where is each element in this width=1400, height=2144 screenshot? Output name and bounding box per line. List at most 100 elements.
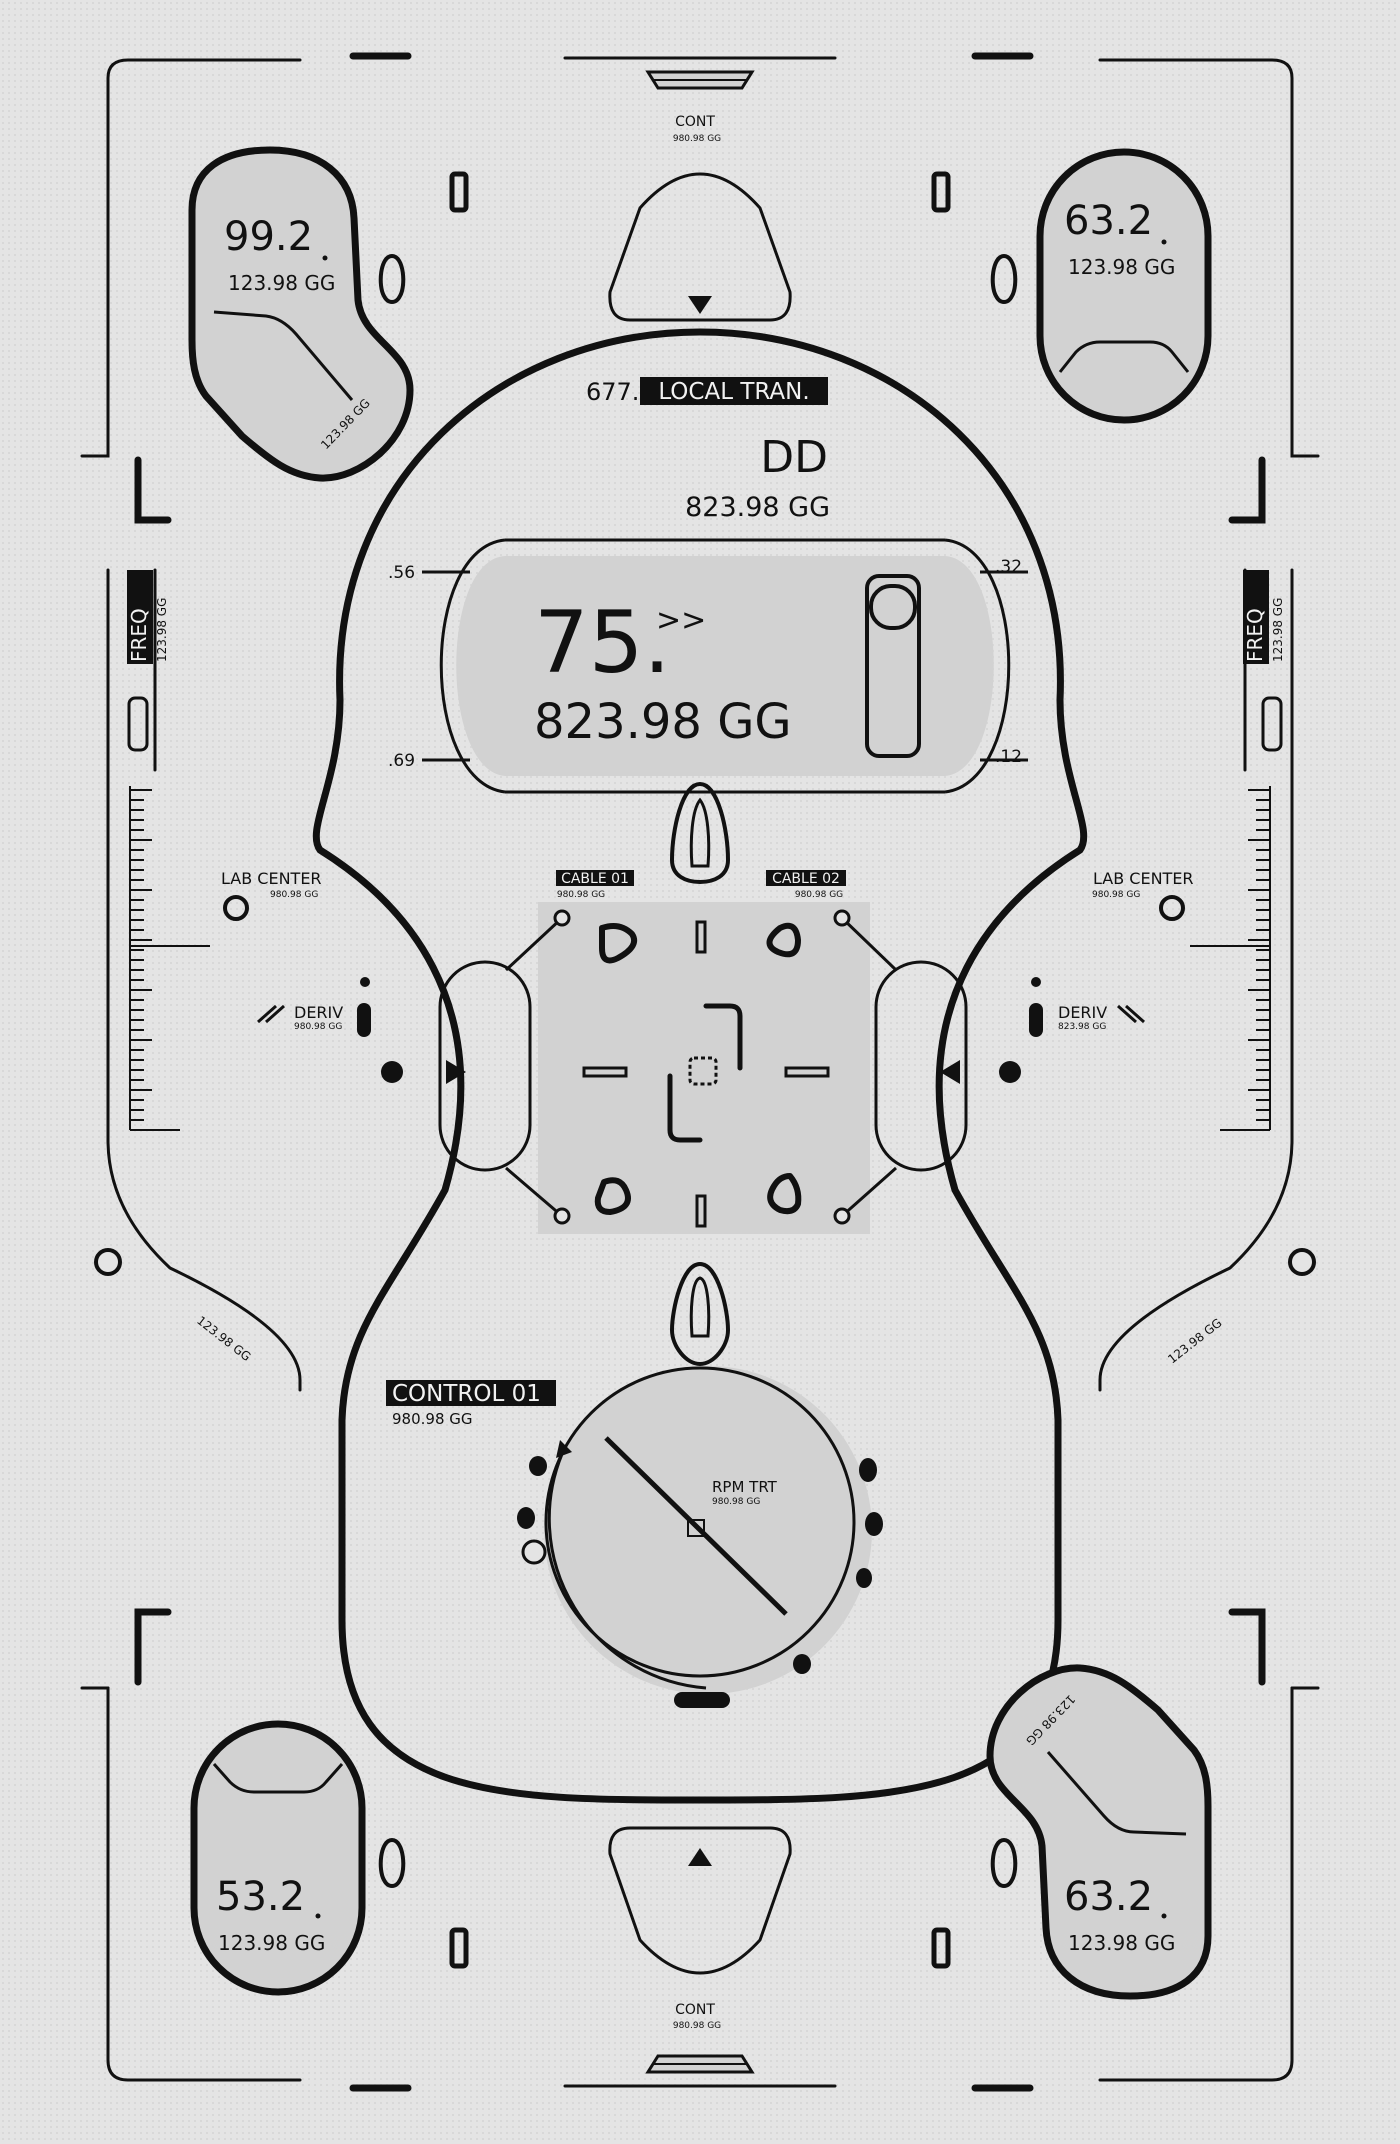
bottom-left-widget[interactable] — [190, 1720, 366, 1996]
top-arrow-down-icon — [688, 296, 712, 314]
cable-nodes[interactable] — [553, 909, 851, 1225]
left-ruler-ticks — [130, 789, 152, 1131]
top-left-value: 99.2 — [224, 214, 313, 260]
right-freq-bg — [1243, 570, 1269, 664]
frame-dashes — [349, 52, 1034, 2092]
top-cont-value: 980.98 GG — [673, 134, 721, 144]
main-capsule — [312, 328, 1088, 1804]
cable-lines — [504, 916, 898, 1218]
right-outer-ring — [1288, 1248, 1316, 1276]
top-left-unit: 123.98 GG — [228, 271, 335, 295]
readout-ticks — [422, 570, 1028, 762]
cable2-value: 980.98 GG — [795, 890, 843, 900]
dial-value: 980.98 GG — [712, 1497, 760, 1507]
bottom-left-value: 53.2 — [216, 1874, 305, 1920]
top-right-inner-shape — [1058, 340, 1190, 373]
bottom-left-dot — [315, 1913, 321, 1919]
crosshair-brackets — [667, 1003, 743, 1143]
corner-slots[interactable] — [449, 171, 951, 1969]
right-deriv-toggle[interactable] — [1029, 1003, 1043, 1037]
bottom-right-curve — [1046, 1751, 1187, 1836]
right-deriv-value: 823.98 GG — [1058, 1022, 1106, 1032]
readout-unit: 823.98 GG — [534, 694, 792, 750]
right-freq-value: 123.98 GG — [1271, 598, 1285, 662]
dial-arc — [547, 1453, 707, 1690]
triangle-markers — [594, 922, 802, 1215]
top-bell-shape[interactable] — [608, 172, 792, 322]
bottom-left-unit: 123.98 GG — [218, 1931, 325, 1955]
tick-top-left: .56 — [388, 563, 415, 583]
left-lab-indicator[interactable] — [223, 895, 249, 921]
top-right-widget[interactable] — [1036, 148, 1212, 424]
right-lab-label: LAB CENTER — [1093, 869, 1194, 888]
crosshair — [582, 920, 830, 1228]
right-small-slot[interactable] — [1261, 696, 1283, 752]
right-freq-label: FREQ — [1243, 608, 1267, 662]
bottom-cont-label: CONT — [675, 2002, 715, 2018]
left-big-dot — [381, 1061, 403, 1083]
dial-arc-arrow-icon — [556, 1440, 572, 1458]
right-ruler-ticks — [1248, 789, 1270, 1131]
bottom-bell-shape[interactable] — [608, 1826, 792, 1975]
readout-display — [439, 538, 1011, 794]
control-value: 980.98 GG — [392, 1410, 473, 1428]
dial-center — [687, 1519, 705, 1537]
bottom-right-widget[interactable] — [986, 1664, 1212, 2000]
right-lab-indicator[interactable] — [1159, 895, 1185, 921]
dial-pips — [517, 1456, 883, 1708]
right-slash-icon — [1117, 1004, 1145, 1024]
left-outer-ring — [94, 1248, 122, 1276]
top-cont-label: CONT — [675, 114, 715, 130]
bottom-cont-slot[interactable] — [645, 2054, 755, 2074]
left-small-slot[interactable] — [127, 696, 149, 752]
left-lab-value: 980.98 GG — [270, 890, 318, 900]
bottom-right-dot — [1161, 1913, 1167, 1919]
right-small-dot — [1031, 977, 1041, 987]
dial-disc — [544, 1366, 872, 1694]
right-pill-window[interactable] — [874, 960, 968, 1172]
left-deriv-value: 980.98 GG — [294, 1022, 342, 1032]
bottom-right-value: 63.2 — [1064, 1874, 1153, 1920]
bottom-right-unit: 123.98 GG — [1068, 1931, 1175, 1955]
drop-icon-upper — [669, 781, 731, 885]
bottom-cont-value: 980.98 GG — [673, 2021, 721, 2031]
left-lab-label: LAB CENTER — [221, 869, 322, 888]
readout-value: 75. — [534, 593, 671, 693]
left-deriv-toggle[interactable] — [357, 1003, 371, 1037]
top-right-unit: 123.98 GG — [1068, 255, 1175, 279]
dial-needle[interactable] — [604, 1436, 788, 1616]
left-pill-window[interactable] — [438, 960, 532, 1172]
tick-bottom-left: .69 — [388, 751, 415, 771]
top-right-dot — [1161, 239, 1167, 245]
right-ruler — [1190, 786, 1271, 1131]
dial-ring[interactable] — [544, 1366, 856, 1678]
dd-title: DD — [760, 432, 828, 483]
control-label-bg — [386, 1380, 556, 1406]
tick-top-right: .32 — [995, 557, 1022, 577]
right-big-dot — [999, 1061, 1021, 1083]
right-lab-value: 980.98 GG — [1092, 890, 1140, 900]
right-deriv-label: DERIV — [1058, 1003, 1107, 1022]
vertical-slider[interactable] — [865, 574, 921, 758]
left-freq-bg — [127, 570, 153, 664]
cable2-label-bg — [766, 870, 846, 886]
outer-frame — [80, 56, 1320, 2088]
dial-label: RPM TRT — [712, 1478, 778, 1496]
dd-value: 823.98 GG — [685, 492, 830, 523]
top-cont-slot[interactable] — [645, 70, 755, 90]
right-curve-label: 123.98 GG — [1165, 1316, 1224, 1367]
thick-brackets — [134, 456, 1266, 1686]
left-freq-value: 123.98 GG — [155, 598, 169, 662]
bottom-arrow-up-icon — [688, 1848, 712, 1866]
cable2-label: CABLE 02 — [772, 871, 840, 887]
left-deriv-label: DERIV — [294, 1003, 343, 1022]
left-small-dot — [360, 977, 370, 987]
top-left-widget[interactable] — [188, 146, 414, 482]
left-slash-icon — [257, 1004, 285, 1024]
tick-bottom-right: .12 — [995, 747, 1022, 767]
corner-drops — [378, 253, 1018, 1888]
left-freq-label: FREQ — [127, 608, 151, 662]
top-left-curve — [213, 310, 354, 401]
cable1-value: 980.98 GG — [557, 890, 605, 900]
